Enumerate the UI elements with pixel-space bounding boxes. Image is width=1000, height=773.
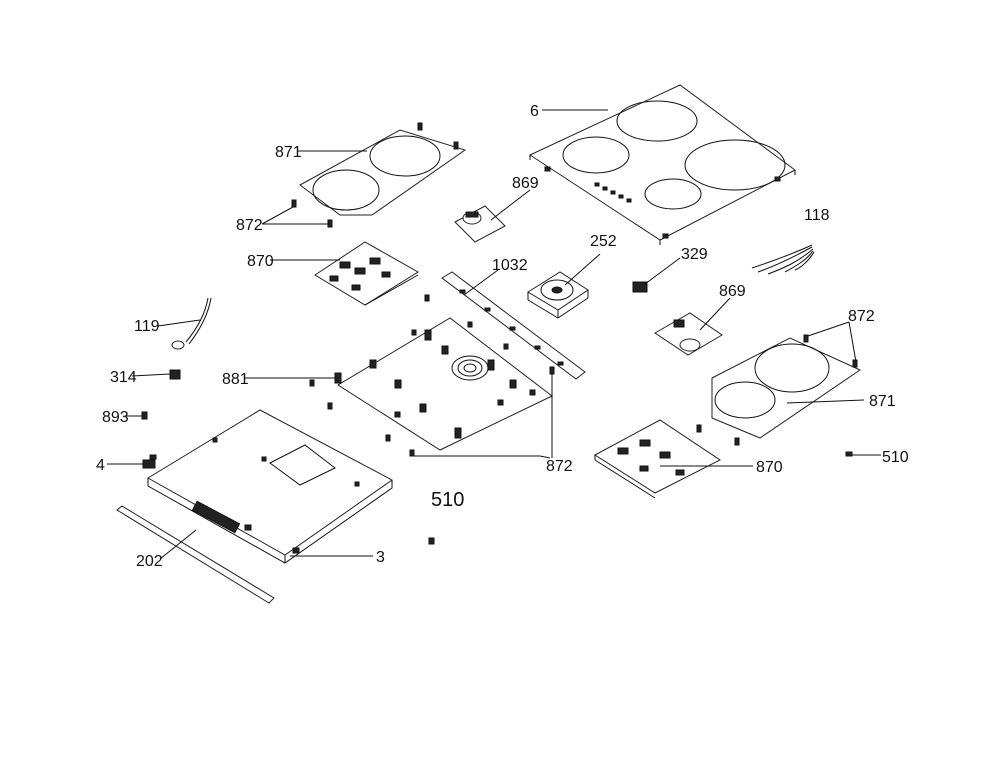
label-252: 252 bbox=[590, 233, 617, 250]
label-329: 329 bbox=[681, 246, 708, 263]
part-869-upper-component[interactable] bbox=[454, 205, 506, 243]
label-871-right: 871 bbox=[869, 393, 896, 410]
label-202: 202 bbox=[136, 553, 163, 570]
part-314-connector[interactable] bbox=[169, 369, 181, 380]
part-3-bottom-housing[interactable] bbox=[147, 409, 393, 564]
label-118: 118 bbox=[804, 207, 830, 224]
label-6: 6 bbox=[530, 103, 539, 120]
part-252-fan[interactable] bbox=[527, 271, 589, 319]
label-510-center: 510 bbox=[431, 489, 464, 511]
part-118-wires[interactable] bbox=[751, 244, 815, 275]
part-871-left-plate[interactable] bbox=[291, 122, 467, 228]
part-869-right-component[interactable] bbox=[654, 312, 723, 356]
part-6-glass-top[interactable] bbox=[528, 84, 796, 245]
label-869-right: 869 bbox=[719, 283, 746, 300]
part-870-left-board[interactable] bbox=[314, 241, 419, 306]
part-119-cord[interactable] bbox=[171, 297, 212, 350]
part-870-right-board[interactable] bbox=[594, 419, 740, 499]
label-119: 119 bbox=[134, 318, 160, 335]
part-893-screw[interactable] bbox=[141, 411, 148, 420]
part-510-screw-right[interactable] bbox=[845, 451, 853, 457]
part-329-clip[interactable] bbox=[632, 281, 648, 293]
label-1032: 1032 bbox=[492, 257, 528, 274]
label-872-center: 872 bbox=[546, 458, 573, 475]
label-871-left: 871 bbox=[275, 144, 302, 161]
part-main-chassis-tray[interactable] bbox=[309, 294, 555, 457]
part-510-screw-center[interactable] bbox=[428, 537, 435, 545]
label-3: 3 bbox=[376, 549, 385, 566]
label-872-left: 872 bbox=[236, 217, 263, 234]
part-labels: 6 871 872 869 870 1032 252 329 118 869 8… bbox=[96, 103, 909, 570]
leader-lines bbox=[107, 109, 881, 560]
label-869-upper: 869 bbox=[512, 175, 539, 192]
part-202-strip[interactable] bbox=[116, 505, 275, 604]
part-1032-bar[interactable] bbox=[441, 271, 586, 380]
label-872-right: 872 bbox=[848, 308, 875, 325]
label-870-right: 870 bbox=[756, 459, 783, 476]
part-871-right-plate[interactable] bbox=[711, 334, 862, 439]
part-4-bracket[interactable] bbox=[142, 454, 157, 469]
label-893: 893 bbox=[102, 409, 129, 426]
label-314: 314 bbox=[110, 369, 137, 386]
label-881: 881 bbox=[222, 371, 249, 388]
label-870-left: 870 bbox=[247, 253, 274, 270]
label-510-right: 510 bbox=[882, 449, 909, 466]
label-4: 4 bbox=[96, 457, 105, 474]
